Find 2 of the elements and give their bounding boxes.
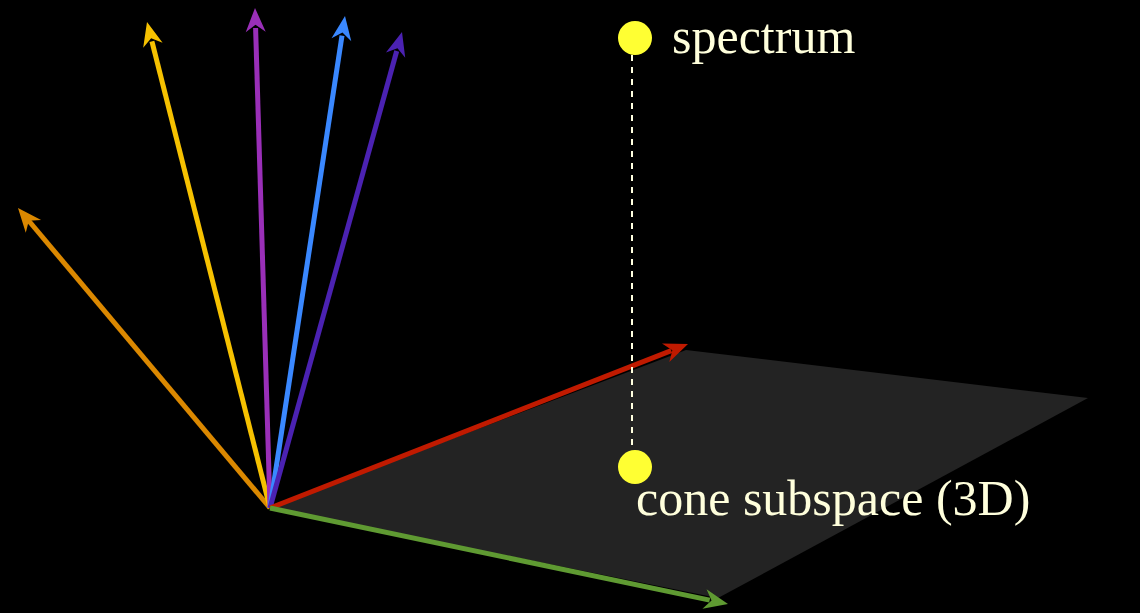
point-label: cone subspace (3D) [636, 470, 1031, 526]
point-label: spectrum [672, 8, 856, 64]
